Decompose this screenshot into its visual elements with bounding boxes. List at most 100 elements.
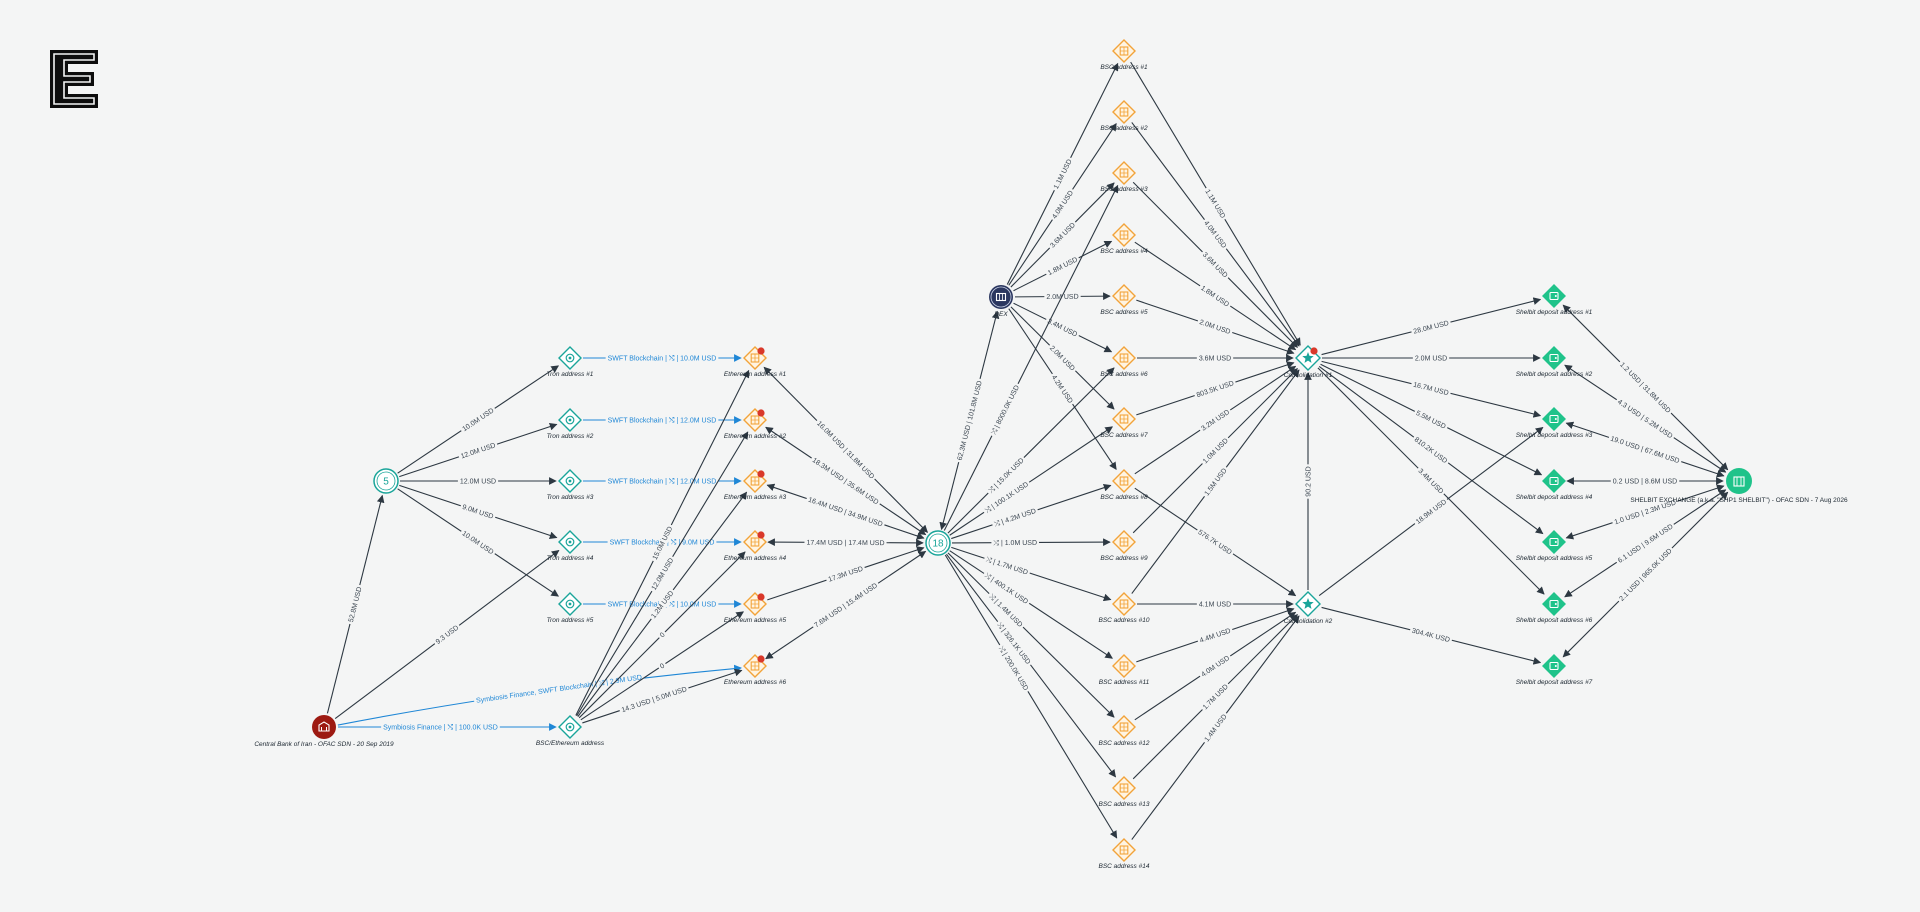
edge-eth6-hub18[interactable]: 7.6M USD | 15.4M USD bbox=[765, 550, 927, 660]
edge-hub5-tron5[interactable]: 10.0M USD bbox=[397, 488, 560, 597]
node-sd2[interactable]: Shelbit deposit address #2 bbox=[1516, 346, 1593, 378]
node-shelbit[interactable]: SHELBIT EXCHANGE (a.k.a. "SHP1 SHELBIT")… bbox=[1630, 468, 1848, 504]
node-cbi[interactable]: Central Bank of Iran - OFAC SDN - 20 Sep… bbox=[254, 715, 394, 748]
node-bsc13[interactable]: BSC address #13 bbox=[1099, 776, 1150, 808]
edge-cons1-sd2[interactable]: 2.0M USD bbox=[1322, 354, 1541, 363]
node-sd6[interactable]: Shelbit deposit address #6 bbox=[1516, 592, 1593, 624]
node-bsc7[interactable]: BSC address #7 bbox=[1100, 407, 1148, 439]
edge-bscEth-eth4[interactable]: 0 bbox=[578, 551, 746, 719]
edge-hub5-tron4[interactable]: 9.0M USD bbox=[399, 484, 558, 540]
node-bsc5[interactable]: BSC address #5 bbox=[1100, 284, 1148, 316]
edge-sd4-shelbit[interactable]: 0.2 USD | 8.6M USD bbox=[1566, 477, 1724, 486]
node-bscEth[interactable]: BSC/Ethereum address bbox=[536, 715, 605, 747]
edge-cons1-sd3[interactable]: 16.7M USD bbox=[1321, 360, 1542, 418]
edge-hub18-bsc14[interactable]: ⤭ | 200.0K USD bbox=[944, 554, 1118, 839]
edge-bsc7-cons1[interactable]: 803.5K USD bbox=[1136, 361, 1295, 416]
edge-hub18-bsc13[interactable]: ⤭ | 326.1K USD bbox=[946, 553, 1116, 778]
edge-label: 803.5K USD bbox=[1196, 380, 1235, 399]
edge-cons2-cons1[interactable]: 90.2 USD bbox=[1304, 372, 1313, 590]
node-bsc2[interactable]: BSC address #2 bbox=[1100, 100, 1148, 132]
edge-bsc8-cons2[interactable]: 576.7K USD bbox=[1134, 487, 1297, 597]
edge-label-bg bbox=[459, 405, 498, 435]
node-eth2[interactable]: Ethereum address #2 bbox=[724, 408, 787, 440]
edge-hub18-bsc12[interactable]: ⤭ | 1.4M USD bbox=[947, 552, 1115, 718]
edge-cbi-hub5[interactable]: 52.8M USD bbox=[326, 494, 385, 714]
edge-eth5-hub18[interactable]: 17.3M USD bbox=[767, 546, 925, 601]
edge-cons2-sd7[interactable]: 304.4K USD bbox=[1321, 606, 1542, 665]
node-cons1[interactable]: Consolidation #1 bbox=[1284, 345, 1333, 379]
edge-hub18-dex[interactable]: 62.3M USD | 101.8M USD bbox=[939, 310, 1000, 531]
edge-cons1-sd6[interactable]: 3.4M USD bbox=[1317, 367, 1545, 595]
node-eth5[interactable]: Ethereum address #5 bbox=[724, 592, 787, 624]
edge-sd1-shelbit[interactable]: 1.2 USD | 31.8M USD bbox=[1562, 304, 1729, 471]
node-sd4[interactable]: Shelbit deposit address #4 bbox=[1516, 469, 1593, 501]
node-tron5[interactable]: Tron address #5 bbox=[547, 592, 594, 624]
edge-bsc10-cons1[interactable]: 1.5M USD bbox=[1131, 369, 1300, 594]
node-tron1[interactable]: Tron address #1 bbox=[547, 346, 594, 378]
edge-label-bg bbox=[381, 723, 500, 732]
edge-dex-bsc2[interactable]: 4.0M USD bbox=[1008, 123, 1117, 286]
edge-hub18-bsc7[interactable]: ⤭ | 100.1K USD bbox=[949, 426, 1113, 536]
node-tron3[interactable]: Tron address #3 bbox=[547, 469, 594, 501]
edge-cbi-bscEth[interactable]: Symbiosis Finance | ⤭ | 100.0K USD bbox=[338, 723, 557, 732]
node-eth4[interactable]: Ethereum address #4 bbox=[724, 530, 787, 562]
node-tron4[interactable]: Tron address #4 bbox=[547, 530, 594, 562]
edge-dex-bsc4[interactable]: 1.8M USD bbox=[1013, 240, 1113, 292]
node-bsc9[interactable]: BSC address #9 bbox=[1100, 530, 1148, 562]
edge-bscEth-eth5[interactable]: 0 bbox=[580, 611, 744, 721]
node-sd7[interactable]: Shelbit deposit address #7 bbox=[1516, 654, 1593, 686]
node-hub18[interactable]: 18 bbox=[925, 530, 951, 556]
node-cons2[interactable]: Consolidation #2 bbox=[1284, 591, 1333, 625]
node-dex[interactable]: DEX bbox=[989, 285, 1013, 318]
bsc-icon bbox=[1112, 530, 1136, 554]
edge-eth2-hub18[interactable]: 18.3M USD | 35.6M USD bbox=[765, 426, 927, 536]
node-eth3[interactable]: Ethereum address #3 bbox=[724, 469, 787, 501]
node-bsc10[interactable]: BSC address #10 bbox=[1099, 592, 1150, 624]
wallet-icon bbox=[1542, 346, 1566, 370]
node-bsc12[interactable]: BSC address #12 bbox=[1099, 715, 1150, 747]
edge-sd2-shelbit[interactable]: 4.3 USD | 5.2M USD bbox=[1564, 364, 1727, 473]
edge-tron3-eth3[interactable]: SWFT Blockchain | ⤭ | 12.0M USD bbox=[583, 477, 742, 486]
edge-tron2-eth2[interactable]: SWFT Blockchain | ⤭ | 12.0M USD bbox=[583, 416, 742, 425]
edge-bscEth-eth2[interactable]: 12.0M USD bbox=[576, 431, 749, 717]
node-bsc4[interactable]: BSC address #4 bbox=[1100, 223, 1148, 255]
edge-hub18-bsc11[interactable]: ⤭ | 400.1K USD bbox=[949, 550, 1113, 659]
edge-bsc10-cons2[interactable]: 4.1M USD bbox=[1137, 600, 1294, 609]
node-sd1[interactable]: Shelbit deposit address #1 bbox=[1516, 284, 1593, 316]
edge-hub5-tron3[interactable]: 12.0M USD bbox=[400, 477, 557, 486]
node-eth1[interactable]: Ethereum address #1 bbox=[724, 346, 787, 378]
edge-bsc14-cons2[interactable]: 1.4M USD bbox=[1131, 615, 1300, 840]
node-label: Shelbit deposit address #6 bbox=[1516, 617, 1593, 624]
node-sd5[interactable]: Shelbit deposit address #5 bbox=[1516, 530, 1593, 562]
edge-bsc6-cons1[interactable]: 3.6M USD bbox=[1137, 354, 1294, 363]
node-bsc8[interactable]: BSC address #8 bbox=[1100, 469, 1148, 501]
edge-hub18-bsc8[interactable]: ⤭ | 4.2M USD bbox=[951, 483, 1112, 540]
node-bsc1[interactable]: BSC address #1 bbox=[1100, 39, 1148, 71]
edge-cbi-eth6[interactable]: Symbiosis Finance, SWFT Blockchain | ⤭ |… bbox=[337, 664, 742, 726]
edge-dex-bsc6[interactable]: 3.4M USD bbox=[1013, 302, 1113, 353]
node-eth6[interactable]: Ethereum address #6 bbox=[724, 654, 787, 686]
node-bsc3[interactable]: BSC address #3 bbox=[1100, 161, 1148, 193]
edge-cons1-sd1[interactable]: 28.0M USD bbox=[1321, 297, 1542, 356]
edge-tron1-eth1[interactable]: SWFT Blockchain | ⤭ | 10.0M USD bbox=[583, 354, 742, 363]
node-hub5[interactable]: 5 bbox=[373, 468, 399, 494]
tron-icon bbox=[558, 408, 582, 432]
edge-cons1-sd4[interactable]: 5.5M USD bbox=[1320, 363, 1543, 476]
node-bsc6[interactable]: BSC address #6 bbox=[1100, 346, 1148, 378]
edge-eth4-hub18[interactable]: 17.4M USD | 17.4M USD bbox=[767, 538, 924, 548]
edge-label: ⤭ | 1.7M USD bbox=[985, 556, 1029, 576]
node-tron2[interactable]: Tron address #2 bbox=[547, 408, 594, 440]
node-bsc14[interactable]: BSC address #14 bbox=[1099, 838, 1150, 870]
edge-bsc2-cons1[interactable]: 4.0M USD bbox=[1131, 122, 1300, 347]
edge-label: 3.6M USD bbox=[1049, 222, 1077, 250]
edge-hub18-bsc9[interactable]: ⤭ | 1.0M USD bbox=[951, 538, 1111, 548]
node-sd3[interactable]: Shelbit deposit address #3 bbox=[1516, 407, 1593, 439]
edge-hub5-tron1[interactable]: 10.0M USD bbox=[397, 365, 560, 474]
edge-hub5-tron2[interactable]: 12.0M USD bbox=[399, 422, 558, 478]
edge-eth3-hub18[interactable]: 16.4M USD | 34.9M USD bbox=[766, 483, 925, 540]
edge-eth1-hub18[interactable]: 16.0M USD | 31.8M USD bbox=[763, 366, 928, 533]
node-bsc11[interactable]: BSC address #11 bbox=[1099, 654, 1150, 686]
ethereum-icon bbox=[743, 408, 767, 432]
edge-label-bg bbox=[804, 539, 887, 548]
edge-bsc1-cons1[interactable]: 1.1M USD bbox=[1130, 61, 1301, 346]
